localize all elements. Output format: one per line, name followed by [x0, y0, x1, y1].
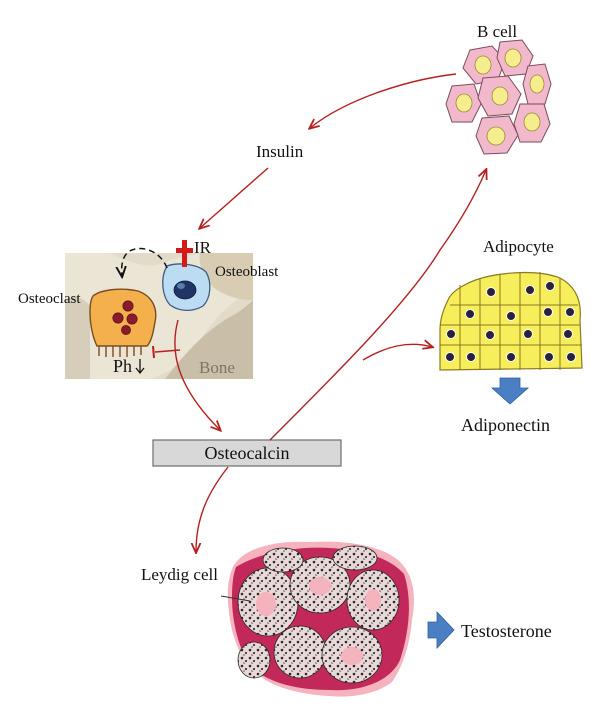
testosterone-label: Testosterone: [461, 621, 552, 641]
b-cell-cluster: B cell: [445, 22, 552, 155]
osteocalcin-box: Osteocalcin: [152, 439, 342, 467]
insulin-receptor-icon: [176, 240, 193, 267]
ph-label: Ph: [113, 356, 132, 376]
b-cell: [477, 75, 522, 117]
dashed-osteoblast-to-osteoclast-arrow: [122, 247, 168, 276]
adipocyte-label: Adipocyte: [483, 237, 554, 256]
adiponectin-label: Adiponectin: [461, 415, 550, 435]
osteoblast-label: Osteoblast: [215, 264, 279, 280]
b-cell-label: B cell: [477, 22, 517, 41]
insulin-to-ir-arrow: [200, 167, 269, 228]
osteoblast-to-osteocalcin-arrow: [174, 319, 220, 430]
bcell-to-insulin-arrow: [310, 73, 457, 128]
osteocalcin-label: Osteocalcin: [205, 443, 290, 463]
testosterone-secretion-arrow-icon: [427, 610, 455, 650]
b-cell: [475, 115, 519, 155]
ir-label: IR: [194, 238, 212, 257]
ph-down-arrow-icon: [135, 359, 145, 375]
b-cell: [496, 39, 534, 77]
b-cell: [445, 83, 482, 123]
osteocalcin-to-leydig-arrow: [196, 466, 229, 552]
osteocalcin-to-adipocyte-arrow: [362, 344, 432, 361]
leydig-pointer-line: [220, 595, 251, 602]
osteocalcin-to-bcell-arrow: [269, 170, 486, 441]
adipocyte-secretion-arrow-icon: [490, 377, 530, 405]
leydig-cell-label: Leydig cell: [141, 565, 218, 584]
regulatory-arrows: [174, 73, 486, 552]
bone-label: Bone: [199, 358, 235, 377]
b-cell: [522, 63, 552, 105]
bone-panel: Bone: [65, 253, 253, 379]
b-cell: [513, 103, 551, 143]
adipocyte-cluster: Adipocyte: [439, 237, 583, 371]
osteoclast-label: Osteoclast: [18, 291, 81, 307]
leydig-cell-tissue: [227, 541, 414, 697]
insulin-label: Insulin: [256, 142, 304, 161]
osteoclast: [89, 288, 157, 357]
osteoblast: [162, 263, 211, 312]
inhibition-bar: [152, 345, 155, 359]
